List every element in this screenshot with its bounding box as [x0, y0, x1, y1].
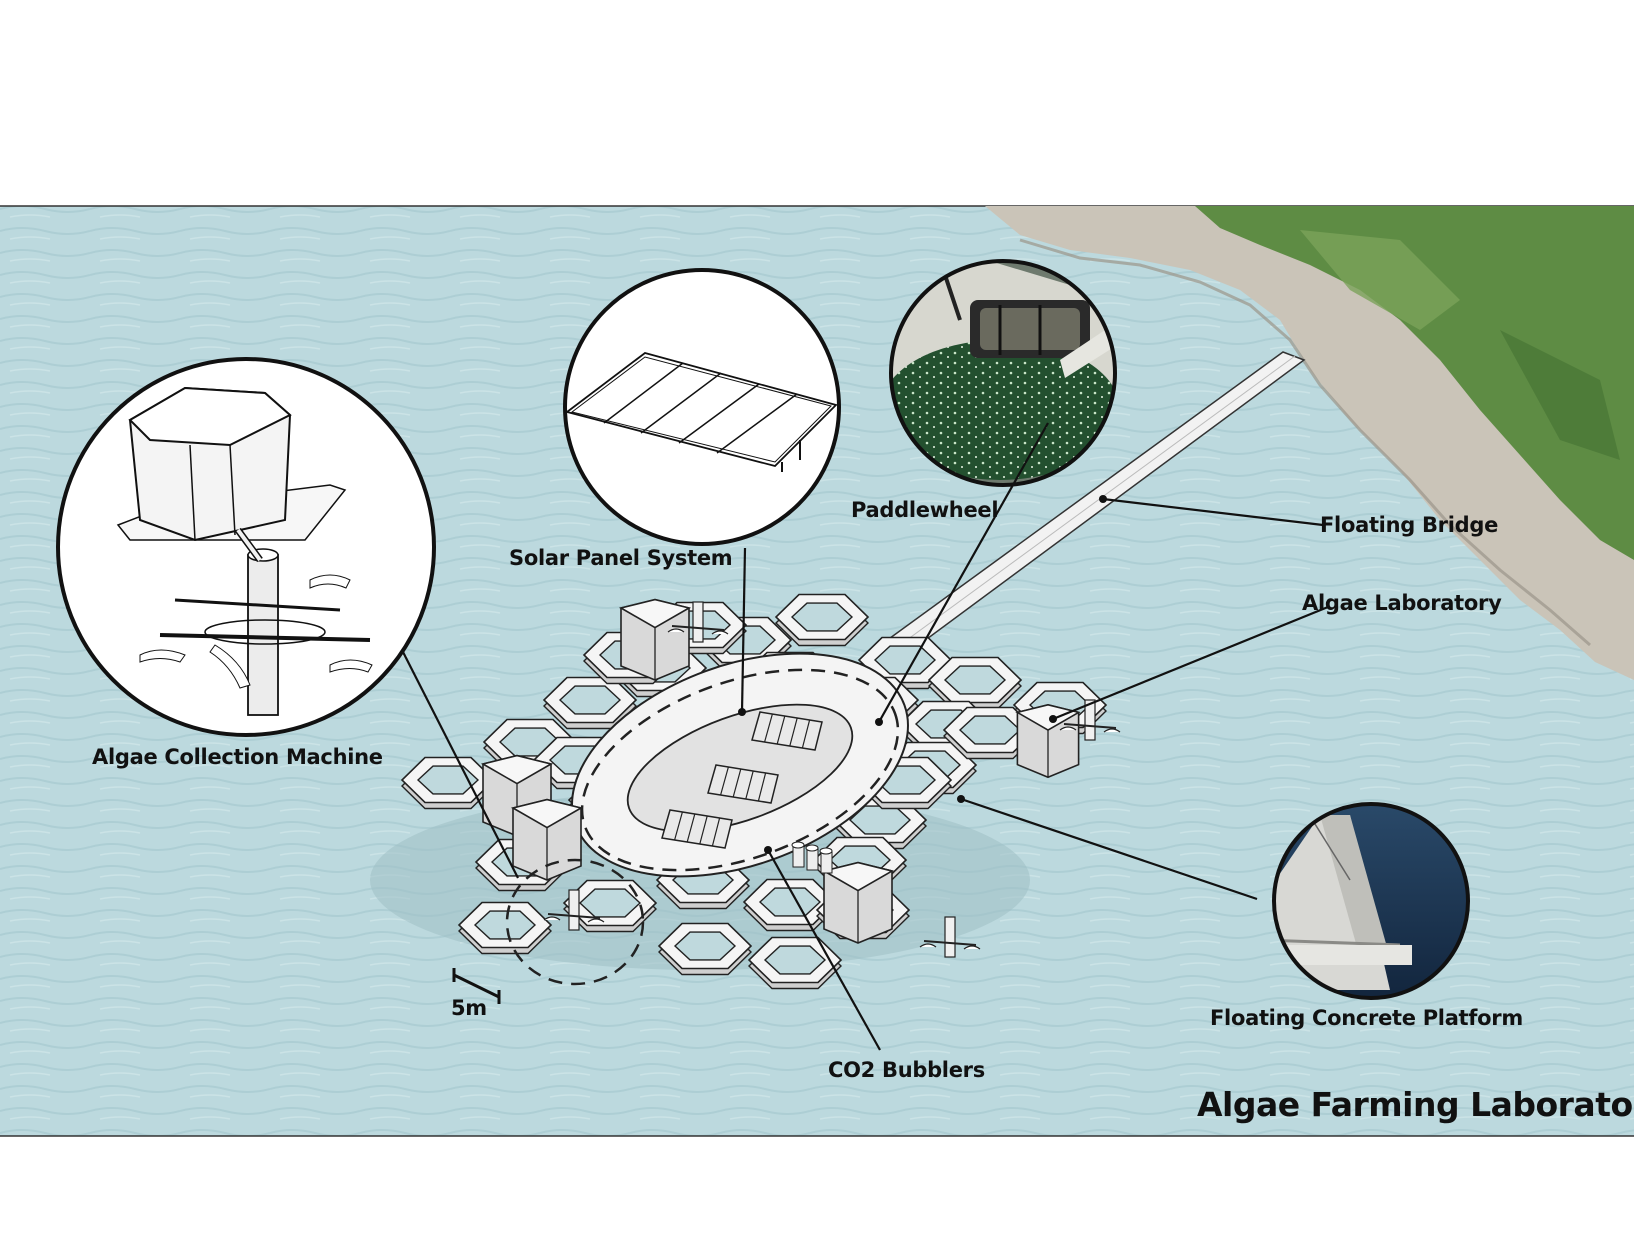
label-algae-laboratory: Algae Laboratory [1302, 591, 1502, 615]
co2-bubbler-units [791, 841, 833, 874]
callout-paddlewheel [889, 259, 1117, 487]
label-floating-concrete-platform: Floating Concrete Platform [1210, 1006, 1523, 1030]
hexagon-cell [927, 656, 1023, 710]
label-floating-bridge: Floating Bridge [1320, 513, 1499, 537]
collection-machine-highlight [505, 858, 645, 986]
laboratory-cube [510, 798, 584, 881]
co2-bubbler-ring [580, 668, 900, 872]
laboratory-cube [1015, 704, 1081, 779]
label-co2-bubblers: CO2 Bubblers [828, 1058, 985, 1082]
platform-collection-machine [543, 889, 605, 931]
platform-collection-machine [1059, 699, 1121, 741]
platform-collection-machines [543, 601, 1121, 958]
platform-solar-panel [751, 711, 823, 751]
callout-solar-panel-system [563, 268, 841, 546]
callout-floating-concrete-platform [1272, 802, 1470, 1000]
platform-collection-machine [667, 601, 729, 643]
leader-dots [738, 495, 1107, 854]
scale-bar [452, 968, 501, 1004]
laboratory-cube [821, 861, 895, 944]
platform-solar-panel [661, 809, 733, 849]
hexagon-cell [400, 756, 496, 810]
hexagon-cell [542, 676, 638, 730]
laboratory-cube [618, 598, 692, 681]
platform-solar-panels [661, 711, 823, 849]
coastline [985, 206, 1634, 680]
leader-lines [401, 422, 1329, 1051]
hexagon-cell [742, 878, 838, 932]
diagram-title: Algae Farming Laboratory [1197, 1085, 1634, 1124]
hexagon-cell [657, 922, 753, 976]
callout-algae-collection-machine [56, 357, 436, 737]
label-algae-collection-machine: Algae Collection Machine [92, 745, 383, 769]
scale-bar-label: 5m [451, 996, 487, 1020]
hexagon-cell [747, 936, 843, 990]
platform-collection-machine [919, 916, 981, 958]
hexagon-cell [774, 593, 870, 647]
hexagon-cell [942, 706, 1038, 760]
platform-solar-panel [707, 764, 779, 804]
label-paddlewheel: Paddlewheel [851, 498, 999, 522]
label-solar-panel-system: Solar Panel System [509, 546, 733, 570]
hexagon-cell [457, 901, 553, 955]
